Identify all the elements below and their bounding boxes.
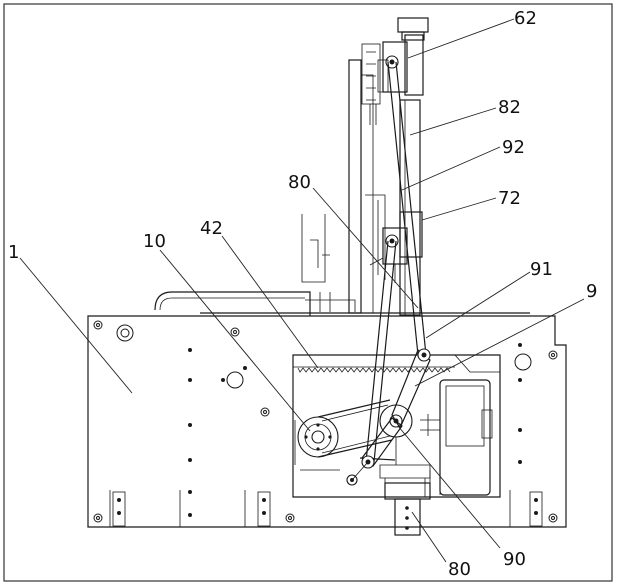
upper-guide-tube — [397, 17, 429, 316]
label-10: 10 — [143, 231, 166, 252]
label-92: 92 — [502, 137, 525, 158]
label-9: 9 — [586, 281, 597, 302]
label-82: 82 — [498, 97, 521, 118]
upper-slider — [361, 41, 408, 125]
lower-bracket — [384, 482, 431, 536]
motor-unit — [420, 379, 493, 496]
base-plate — [87, 315, 567, 528]
linkage-rods — [346, 61, 431, 486]
part-labels: 62 82 92 80 72 1 10 42 91 9 90 80 — [8, 8, 597, 580]
lower-slider — [369, 227, 408, 283]
label-62: 62 — [514, 8, 537, 29]
label-80-top: 80 — [288, 172, 311, 193]
vertical-column — [301, 59, 386, 314]
leader-lines — [19, 18, 585, 563]
drawing-frame — [3, 3, 613, 582]
label-1: 1 — [8, 242, 19, 263]
label-90: 90 — [503, 549, 526, 570]
belt-housing — [292, 354, 501, 498]
label-80-bottom: 80 — [448, 559, 471, 580]
label-91: 91 — [530, 259, 553, 280]
label-42: 42 — [200, 218, 223, 239]
drive-pulley — [297, 399, 393, 458]
label-72: 72 — [498, 188, 521, 209]
